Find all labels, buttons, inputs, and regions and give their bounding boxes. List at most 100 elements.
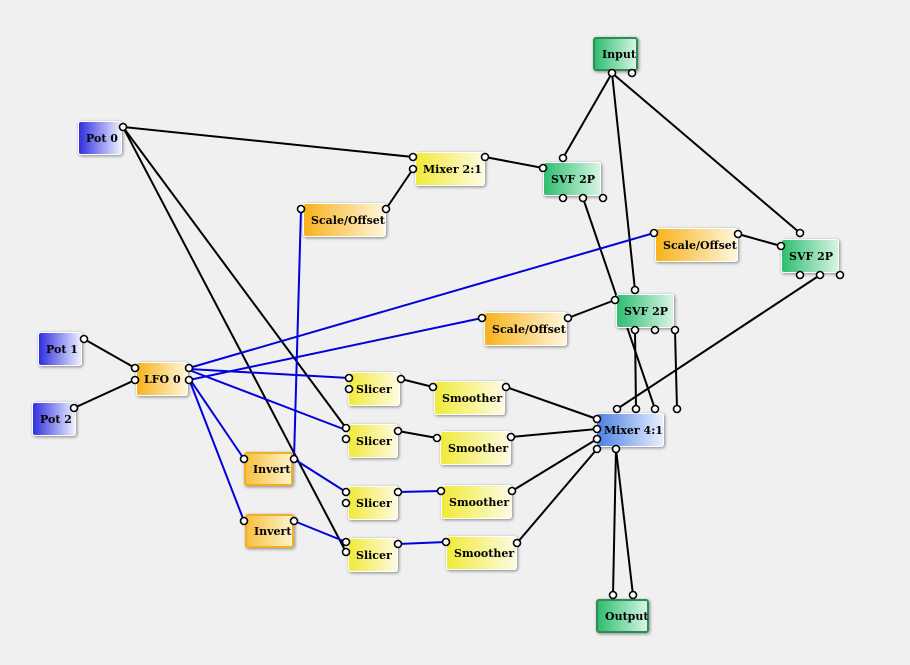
port	[649, 228, 659, 238]
node-label: Slicer	[356, 496, 392, 510]
port	[79, 334, 89, 344]
control-wire	[293, 208, 302, 460]
input-node[interactable]: Input	[593, 37, 638, 71]
port	[592, 414, 602, 424]
port	[393, 487, 403, 497]
svf1-node[interactable]: SVF 2P	[543, 162, 601, 196]
mixer21-node[interactable]: Mixer 2:1	[415, 152, 485, 186]
lfo0-node[interactable]: LFO 0	[136, 362, 188, 396]
port	[441, 537, 451, 547]
port	[558, 193, 568, 203]
scale-offset1-node[interactable]: Scale/Offset	[303, 203, 386, 237]
slicer1-node[interactable]: Slicer	[348, 372, 400, 406]
port	[610, 295, 620, 305]
node-label: Smoother	[454, 546, 515, 560]
port	[650, 404, 660, 414]
control-wire	[188, 369, 347, 431]
smoother1-node[interactable]: Smoother	[434, 381, 505, 415]
slicer4-node[interactable]: Slicer	[348, 538, 398, 572]
port	[592, 424, 602, 434]
wire	[397, 430, 438, 439]
smoother2-node[interactable]: Smoother	[440, 431, 511, 465]
pot2-node[interactable]: Pot 2	[32, 402, 76, 436]
port	[795, 228, 805, 238]
port	[477, 313, 487, 323]
port	[612, 404, 622, 414]
node-label: Scale/Offset	[311, 213, 385, 227]
port	[578, 193, 588, 203]
control-wire	[188, 232, 655, 369]
invert2-node[interactable]: Invert	[245, 514, 294, 548]
port	[239, 516, 249, 526]
control-wire	[188, 317, 483, 381]
port	[393, 426, 403, 436]
node-label: Smoother	[448, 441, 509, 455]
node-label: Slicer	[356, 434, 392, 448]
port	[611, 444, 621, 454]
wire	[400, 378, 434, 388]
control-wire	[397, 541, 447, 545]
port	[296, 204, 306, 214]
port	[130, 363, 140, 373]
output-node[interactable]: Output	[596, 599, 649, 633]
node-label: SVF 2P	[551, 172, 596, 186]
wire	[615, 448, 634, 596]
wire	[122, 126, 347, 553]
smoother4-node[interactable]: Smoother	[446, 536, 517, 570]
control-wire	[188, 378, 245, 522]
port	[239, 454, 249, 464]
port	[341, 487, 351, 497]
pot1-node[interactable]: Pot 1	[38, 332, 82, 366]
smoother3-node[interactable]: Smoother	[441, 485, 512, 519]
port	[344, 384, 354, 394]
port	[432, 433, 442, 443]
wire	[122, 126, 347, 429]
port	[592, 434, 602, 444]
wire	[612, 448, 617, 596]
port	[592, 444, 602, 454]
invert1-node[interactable]: Invert	[244, 452, 293, 486]
control-wire	[293, 520, 347, 543]
port	[130, 375, 140, 385]
wire	[567, 299, 616, 319]
port	[480, 152, 490, 162]
wire	[611, 72, 636, 291]
node-label: Scale/Offset	[663, 238, 737, 252]
svf3-node[interactable]: SVF 2P	[781, 239, 839, 273]
port	[733, 229, 743, 239]
node-label: Pot 0	[86, 131, 118, 145]
svf2-node[interactable]: SVF 2P	[616, 294, 674, 328]
wire	[562, 72, 613, 159]
pot0-node[interactable]: Pot 0	[78, 121, 122, 155]
wire	[385, 168, 414, 210]
port	[507, 486, 517, 496]
wire	[83, 338, 136, 369]
wire	[510, 428, 598, 438]
node-label: LFO 0	[144, 372, 181, 386]
scale-offset3-node[interactable]: Scale/Offset	[484, 312, 567, 346]
port	[341, 434, 351, 444]
node-label: Slicer	[356, 548, 392, 562]
node-label: Pot 2	[40, 412, 72, 426]
node-label: SVF 2P	[624, 304, 669, 318]
port	[341, 547, 351, 557]
port	[408, 152, 418, 162]
control-wire	[397, 490, 442, 493]
node-label: Slicer	[356, 382, 392, 396]
port	[428, 382, 438, 392]
port	[558, 153, 568, 163]
port	[396, 374, 406, 384]
scale-offset2-node[interactable]: Scale/Offset	[655, 228, 738, 262]
node-label: Input	[602, 47, 636, 61]
node-label: Invert	[254, 524, 292, 538]
port	[289, 454, 299, 464]
port	[608, 590, 618, 600]
port	[69, 403, 79, 413]
port	[344, 373, 354, 383]
port	[670, 325, 680, 335]
port	[408, 164, 418, 174]
port	[835, 270, 845, 280]
wire	[616, 274, 821, 410]
